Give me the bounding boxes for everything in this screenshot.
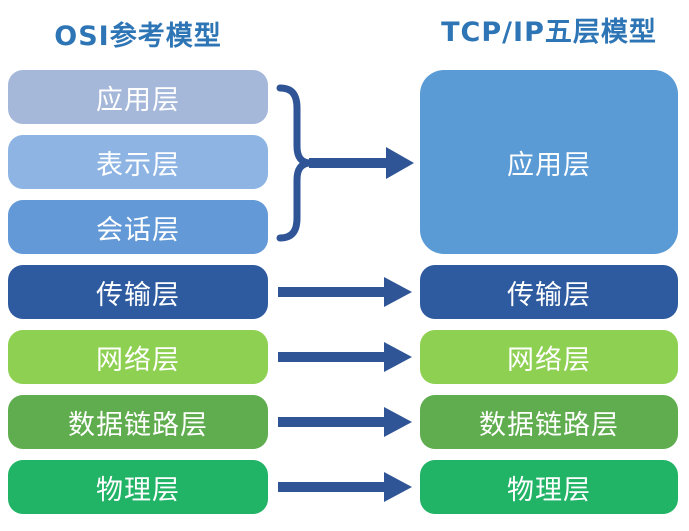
osi-column-title: OSI参考模型: [54, 21, 222, 52]
tcpip-layer-physical: 物理层: [420, 460, 678, 514]
tcpip-layer-physical-label: 物理层: [507, 474, 591, 506]
osi-layer-physical: 物理层: [8, 460, 268, 514]
osi-layer-application-label: 应用层: [96, 84, 180, 116]
arrow-datalink-icon: [278, 407, 412, 437]
osi-layer-session-label: 会话层: [96, 214, 180, 246]
osi-layer-datalink-label: 数据链路层: [68, 409, 208, 441]
osi-layer-datalink: 数据链路层: [8, 395, 268, 449]
osi-layer-presentation: 表示层: [8, 135, 268, 189]
tcpip-layer-network-label: 网络层: [507, 344, 591, 376]
tcpip-layer-application-label: 应用层: [507, 149, 591, 181]
arrow-physical-icon: [278, 472, 412, 502]
osi-layer-transport-label: 传输层: [96, 279, 180, 311]
arrow-application-icon: [309, 147, 414, 179]
osi-layer-transport: 传输层: [8, 265, 268, 319]
tcpip-layer-application: 应用层: [420, 70, 678, 254]
osi-layer-network: 网络层: [8, 330, 268, 384]
osi-layer-presentation-label: 表示层: [96, 149, 180, 181]
osi-layer-session: 会话层: [8, 200, 268, 254]
osi-layer-application: 应用层: [8, 70, 268, 124]
brace-top-layers-icon: [276, 84, 310, 242]
tcpip-layer-datalink: 数据链路层: [420, 395, 678, 449]
arrow-network-icon: [278, 342, 412, 372]
osi-layer-physical-label: 物理层: [96, 474, 180, 506]
tcpip-layer-transport-label: 传输层: [507, 279, 591, 311]
osi-layer-network-label: 网络层: [96, 344, 180, 376]
tcpip-layer-datalink-label: 数据链路层: [479, 409, 619, 441]
arrow-transport-icon: [278, 277, 412, 307]
tcpip-layer-transport: 传输层: [420, 265, 678, 319]
tcpip-column-title: TCP/IP五层模型: [441, 17, 657, 48]
tcpip-layer-network: 网络层: [420, 330, 678, 384]
